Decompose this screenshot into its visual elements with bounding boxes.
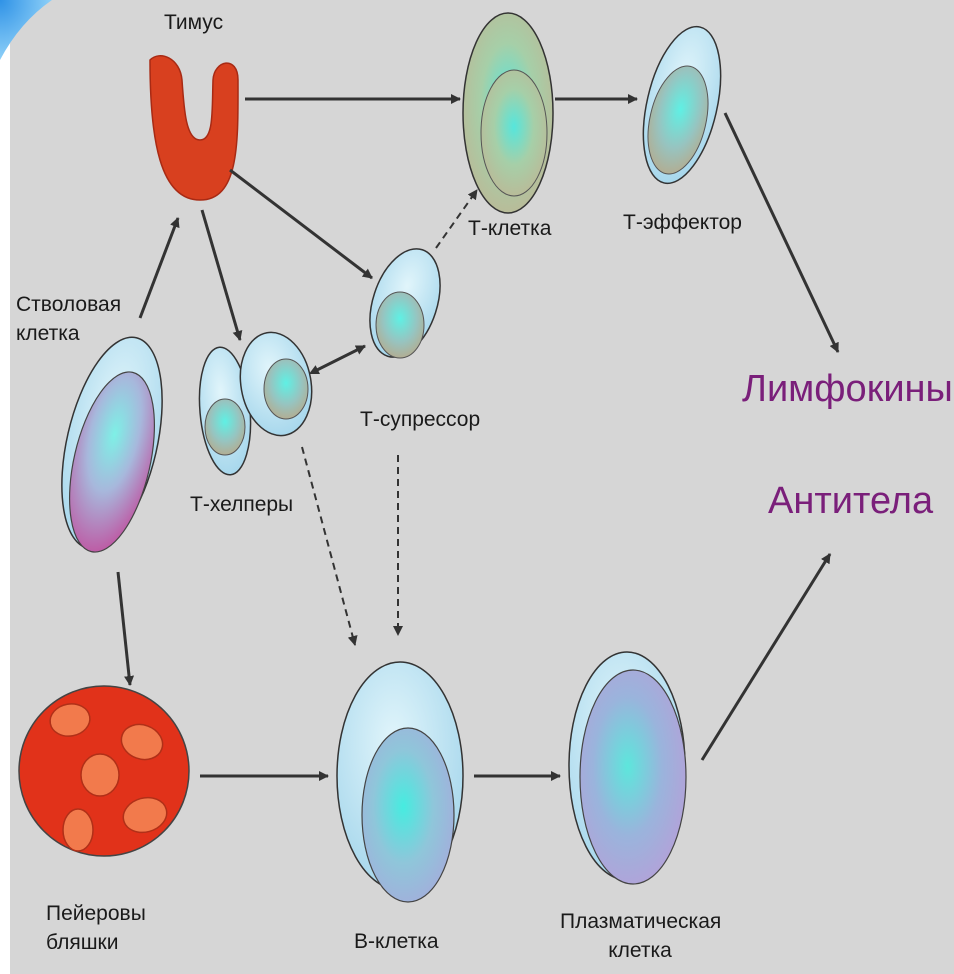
label-t-helpers: Т-хелперы (190, 490, 293, 519)
output-lymphokines: Лимфокины (742, 368, 953, 411)
label-thymus: Тимус (164, 8, 223, 37)
label-b-cell: В-клетка (354, 927, 439, 956)
plasma-cell (569, 652, 686, 884)
label-plasma-cell: Плазматическая клетка (560, 907, 720, 965)
peyer-patches-organ (19, 686, 189, 856)
label-peyer-patches: Пейеровы бляшки (46, 899, 156, 957)
label-stem-cell: Стволовая клетка (16, 290, 136, 348)
output-antibodies: Антитела (768, 480, 933, 523)
label-t-effector: Т-эффектор (623, 208, 742, 237)
label-t-suppressor: Т-супрессор (360, 405, 480, 434)
t-cell (463, 13, 553, 213)
label-t-cell: Т-клетка (468, 214, 551, 243)
